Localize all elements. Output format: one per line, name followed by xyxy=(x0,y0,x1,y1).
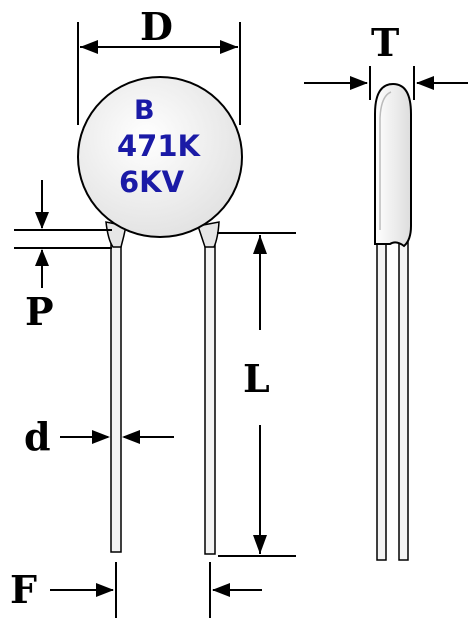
D-label: D xyxy=(140,4,173,49)
dimension-D xyxy=(77,22,241,125)
side-leads xyxy=(376,239,409,561)
T-arrow-right-head xyxy=(350,76,368,90)
right-lead xyxy=(204,235,216,555)
D-label-backing xyxy=(136,5,184,43)
d-arrow-right-head xyxy=(92,430,110,444)
L-label: L xyxy=(243,356,270,401)
D-arrow-left xyxy=(80,40,98,54)
L-arrow-down xyxy=(253,535,267,554)
side-lead-back xyxy=(398,239,409,561)
dimension-L xyxy=(217,232,296,557)
T-label: T xyxy=(371,20,399,65)
P-arrow-down-head xyxy=(35,212,49,229)
marking-line-2: 471K xyxy=(117,129,202,163)
left-lead xyxy=(110,235,122,553)
front-leads xyxy=(110,235,216,555)
varistor-body xyxy=(77,76,243,238)
d-arrow-left-head xyxy=(122,430,140,444)
dimension-T xyxy=(304,66,468,100)
F-label: F xyxy=(10,567,37,612)
marking-line-1: B xyxy=(134,95,155,126)
d-label: d xyxy=(24,414,51,459)
F-arrow-right-head xyxy=(96,583,114,597)
side-lead-front xyxy=(376,239,387,561)
front-view: B 471K 6KV xyxy=(77,76,243,555)
side-view xyxy=(374,82,412,561)
side-body xyxy=(374,82,412,248)
P-arrow-up-head xyxy=(35,249,49,266)
P-label: P xyxy=(25,289,54,334)
T-arrow-left-head xyxy=(416,76,434,90)
D-arrow-right xyxy=(220,40,238,54)
dimension-d xyxy=(60,430,174,444)
right-lead-fillet xyxy=(197,221,220,248)
dimension-P xyxy=(14,180,112,288)
marking-line-3: 6KV xyxy=(119,165,185,199)
dimension-F xyxy=(50,562,262,618)
F-arrow-left-head xyxy=(212,583,230,597)
L-arrow-up xyxy=(253,235,267,254)
side-body-highlight xyxy=(379,91,392,230)
